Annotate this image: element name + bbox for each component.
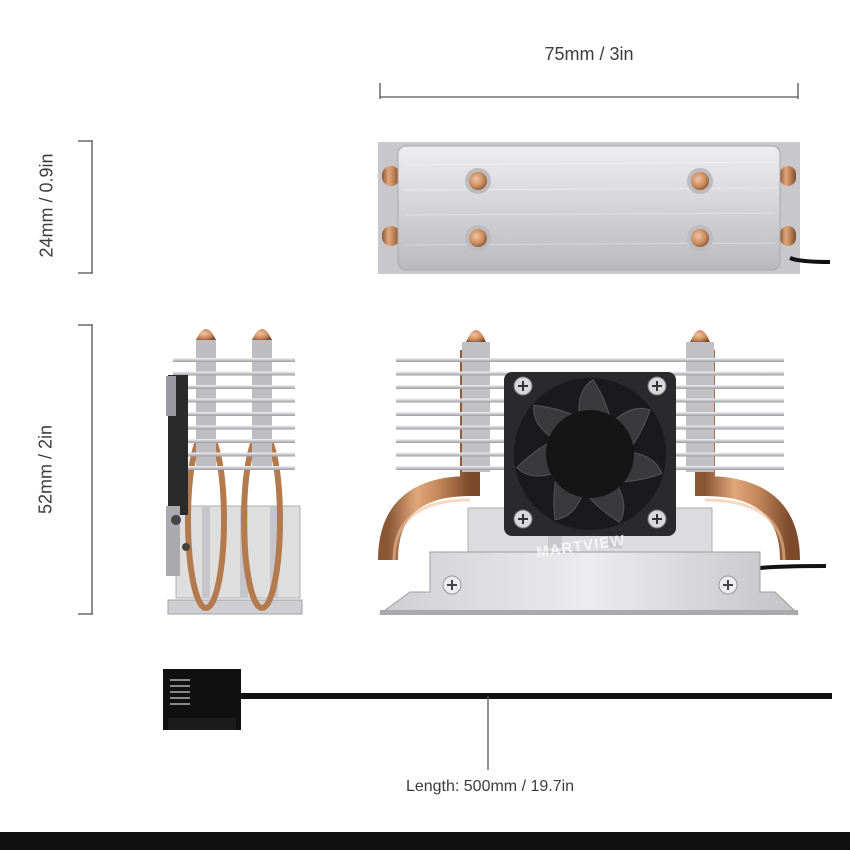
top-cable bbox=[789, 256, 831, 264]
side-fin bbox=[173, 385, 295, 389]
top-view bbox=[378, 142, 831, 274]
side-fin bbox=[173, 358, 295, 362]
side-fin bbox=[173, 412, 295, 416]
connector-pins bbox=[170, 679, 190, 705]
front-base-plate bbox=[378, 551, 800, 615]
top-plate-texture bbox=[404, 161, 776, 246]
width-dimension-line bbox=[379, 83, 799, 99]
side-fin bbox=[173, 398, 295, 403]
side-fin bbox=[173, 452, 295, 457]
cable-length-label: Length: 500mm / 19.7in bbox=[405, 778, 575, 795]
top-plate bbox=[397, 145, 781, 271]
bottom-bar bbox=[0, 832, 850, 850]
top-height-dimension-label: 24mm / 0.9in bbox=[36, 153, 57, 258]
fan-hub bbox=[546, 410, 634, 498]
side-fin bbox=[173, 466, 295, 470]
side-height-dimension-line bbox=[78, 324, 93, 615]
side-view bbox=[166, 329, 303, 615]
width-dimension-label: 75mm / 3in bbox=[544, 44, 634, 64]
fan-cable-connector bbox=[163, 669, 832, 770]
side-fin bbox=[173, 439, 295, 443]
side-fins bbox=[173, 358, 295, 470]
front-view bbox=[378, 330, 827, 615]
side-height-dimension-label: 52mm / 2in bbox=[35, 424, 56, 515]
heatpipe-ends-top bbox=[465, 168, 713, 251]
top-height-dimension-line bbox=[78, 140, 93, 274]
side-fin bbox=[173, 371, 295, 376]
front-fin bbox=[396, 358, 784, 362]
front-cable bbox=[759, 564, 827, 570]
side-fin bbox=[173, 425, 295, 430]
